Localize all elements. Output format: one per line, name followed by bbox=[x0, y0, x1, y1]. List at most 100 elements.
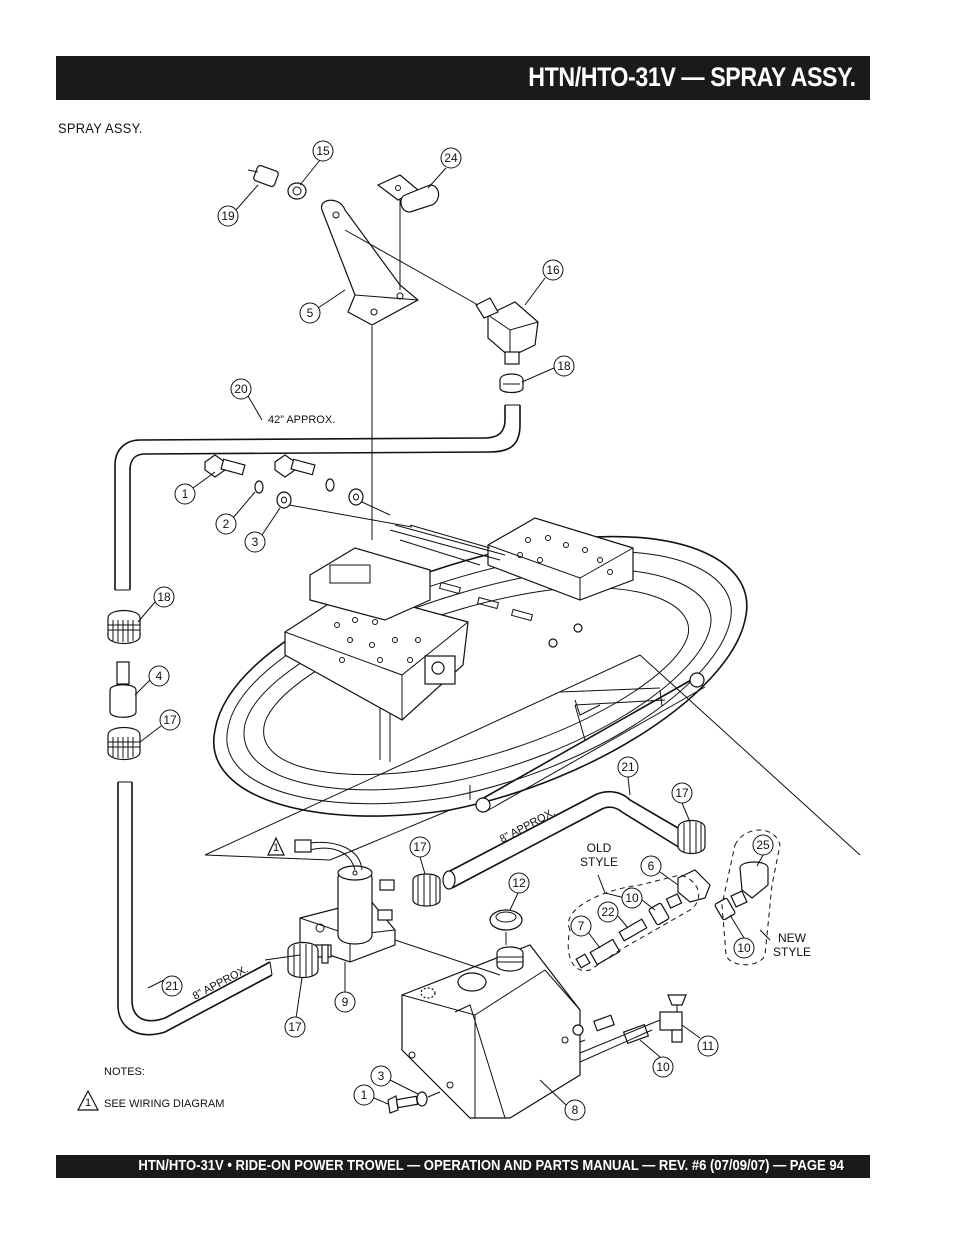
callout-17-right: 17 bbox=[671, 782, 693, 823]
svg-text:5: 5 bbox=[307, 306, 314, 320]
label-new-style-2: STYLE bbox=[773, 945, 811, 959]
svg-text:17: 17 bbox=[163, 713, 177, 727]
filler-cap bbox=[489, 909, 524, 972]
elbow-fitting-new bbox=[730, 861, 769, 908]
svg-text:10: 10 bbox=[737, 941, 751, 955]
svg-text:1: 1 bbox=[361, 1088, 368, 1102]
hose-coupler bbox=[109, 661, 137, 718]
control-linkage bbox=[309, 524, 583, 648]
svg-text:9: 9 bbox=[342, 995, 349, 1009]
svg-text:16: 16 bbox=[546, 263, 560, 277]
svg-text:10: 10 bbox=[656, 1060, 670, 1074]
fitting-22 bbox=[618, 918, 648, 942]
elbow-fitting-old bbox=[665, 869, 711, 909]
fitting-7 bbox=[575, 938, 621, 969]
callout-20: 20 bbox=[230, 378, 263, 421]
svg-text:22: 22 bbox=[601, 905, 615, 919]
hose-8in-upper bbox=[442, 790, 691, 890]
callout-24: 24 bbox=[427, 147, 462, 189]
svg-text:8: 8 bbox=[572, 1103, 579, 1117]
label-8in-approx-lower: 8” APPROX. bbox=[191, 963, 251, 1002]
svg-text:25: 25 bbox=[756, 838, 770, 852]
hose-clamp-bottom bbox=[287, 941, 319, 979]
label-old-style-2: STYLE bbox=[580, 855, 618, 869]
svg-text:10: 10 bbox=[625, 891, 639, 905]
callout-18-top: 18 bbox=[521, 355, 575, 383]
callout-22: 22 bbox=[597, 901, 629, 929]
svg-text:20: 20 bbox=[234, 382, 248, 396]
bolt-set-upper bbox=[204, 454, 413, 528]
svg-text:3: 3 bbox=[252, 535, 259, 549]
callout-3-top: 3 bbox=[244, 507, 281, 553]
callout-16: 16 bbox=[524, 259, 564, 306]
notes-heading: NOTES: bbox=[104, 1066, 145, 1078]
note-text: SEE WIRING DIAGRAM bbox=[104, 1098, 224, 1110]
callout-21-upper: 21 bbox=[617, 756, 639, 796]
fitting-10-right bbox=[714, 897, 736, 921]
svg-text:1: 1 bbox=[182, 487, 189, 501]
section-label: SPRAY ASSY. bbox=[58, 120, 143, 136]
hose-8in-lower bbox=[117, 781, 273, 1036]
svg-text:3: 3 bbox=[378, 1069, 385, 1083]
drain-fitting bbox=[572, 1014, 650, 1045]
plug-fitting bbox=[247, 164, 307, 200]
callout-6: 6 bbox=[640, 855, 679, 886]
hose-clamp-upper-left bbox=[107, 609, 141, 645]
callout-15: 15 bbox=[299, 140, 334, 186]
callout-3-bottom: 3 bbox=[370, 1065, 419, 1095]
note-triangle-icon bbox=[77, 1089, 99, 1111]
wiring-note-marker: 1 bbox=[267, 836, 285, 856]
callout-4: 4 bbox=[134, 665, 170, 696]
callout-10-right: 10 bbox=[729, 914, 755, 959]
hose-clamp-lower-left bbox=[107, 726, 141, 761]
note-number: 1 bbox=[85, 1097, 91, 1109]
svg-text:17: 17 bbox=[413, 840, 427, 854]
svg-text:2: 2 bbox=[223, 517, 230, 531]
svg-text:17: 17 bbox=[288, 1020, 302, 1034]
label-8in-approx-upper: 8” APPROX. bbox=[498, 806, 558, 845]
hose-42in bbox=[114, 404, 521, 591]
bracket-tab bbox=[376, 174, 440, 213]
callout-7: 7 bbox=[570, 915, 601, 949]
svg-text:7: 7 bbox=[578, 919, 585, 933]
hose-clamp-middle bbox=[412, 873, 441, 907]
label-old-style-1: OLD bbox=[587, 841, 612, 855]
callout-8: 8 bbox=[539, 1079, 586, 1121]
trowel-frame bbox=[212, 535, 748, 817]
gearbox-plate-left bbox=[284, 589, 469, 721]
svg-text:11: 11 bbox=[702, 1039, 715, 1053]
callout-2: 2 bbox=[215, 491, 256, 535]
bolt-set-lower bbox=[387, 1091, 441, 1114]
label-new-style-1: NEW bbox=[778, 931, 807, 945]
svg-text:19: 19 bbox=[221, 209, 235, 223]
callout-18-left: 18 bbox=[137, 586, 175, 623]
callout-19: 19 bbox=[217, 184, 259, 227]
page-title: HTN/HTO-31V — SPRAY ASSY. bbox=[528, 62, 857, 92]
svg-text:24: 24 bbox=[444, 151, 458, 165]
mounting-plane bbox=[204, 654, 861, 861]
callout-21-lower: 21 bbox=[147, 975, 183, 997]
drain-valve bbox=[659, 994, 687, 1043]
spray-bracket bbox=[321, 199, 420, 326]
svg-text:17: 17 bbox=[675, 786, 689, 800]
page-footer: HTN/HTO-31V • RIDE-ON POWER TROWEL — OPE… bbox=[138, 1158, 844, 1174]
callout-10-left: 10 bbox=[621, 887, 656, 911]
gearbox-plate-right bbox=[487, 517, 634, 601]
svg-text:21: 21 bbox=[621, 760, 635, 774]
water-tank bbox=[401, 944, 586, 1119]
callout-12: 12 bbox=[508, 872, 530, 911]
callout-1-bottom: 1 bbox=[353, 1084, 389, 1106]
callout-11: 11 bbox=[681, 1024, 719, 1057]
solenoid-valve bbox=[294, 839, 396, 964]
svg-text:21: 21 bbox=[165, 979, 179, 993]
svg-text:6: 6 bbox=[648, 859, 655, 873]
svg-text:12: 12 bbox=[512, 876, 526, 890]
hose-clamp-right bbox=[677, 819, 706, 855]
svg-text:4: 4 bbox=[156, 669, 163, 683]
svg-text:18: 18 bbox=[157, 590, 171, 604]
callout-17-bottom: 17 bbox=[284, 977, 306, 1038]
callout-17-left: 17 bbox=[139, 709, 181, 743]
fitting-10-left bbox=[648, 902, 670, 926]
svg-text:15: 15 bbox=[316, 144, 330, 158]
